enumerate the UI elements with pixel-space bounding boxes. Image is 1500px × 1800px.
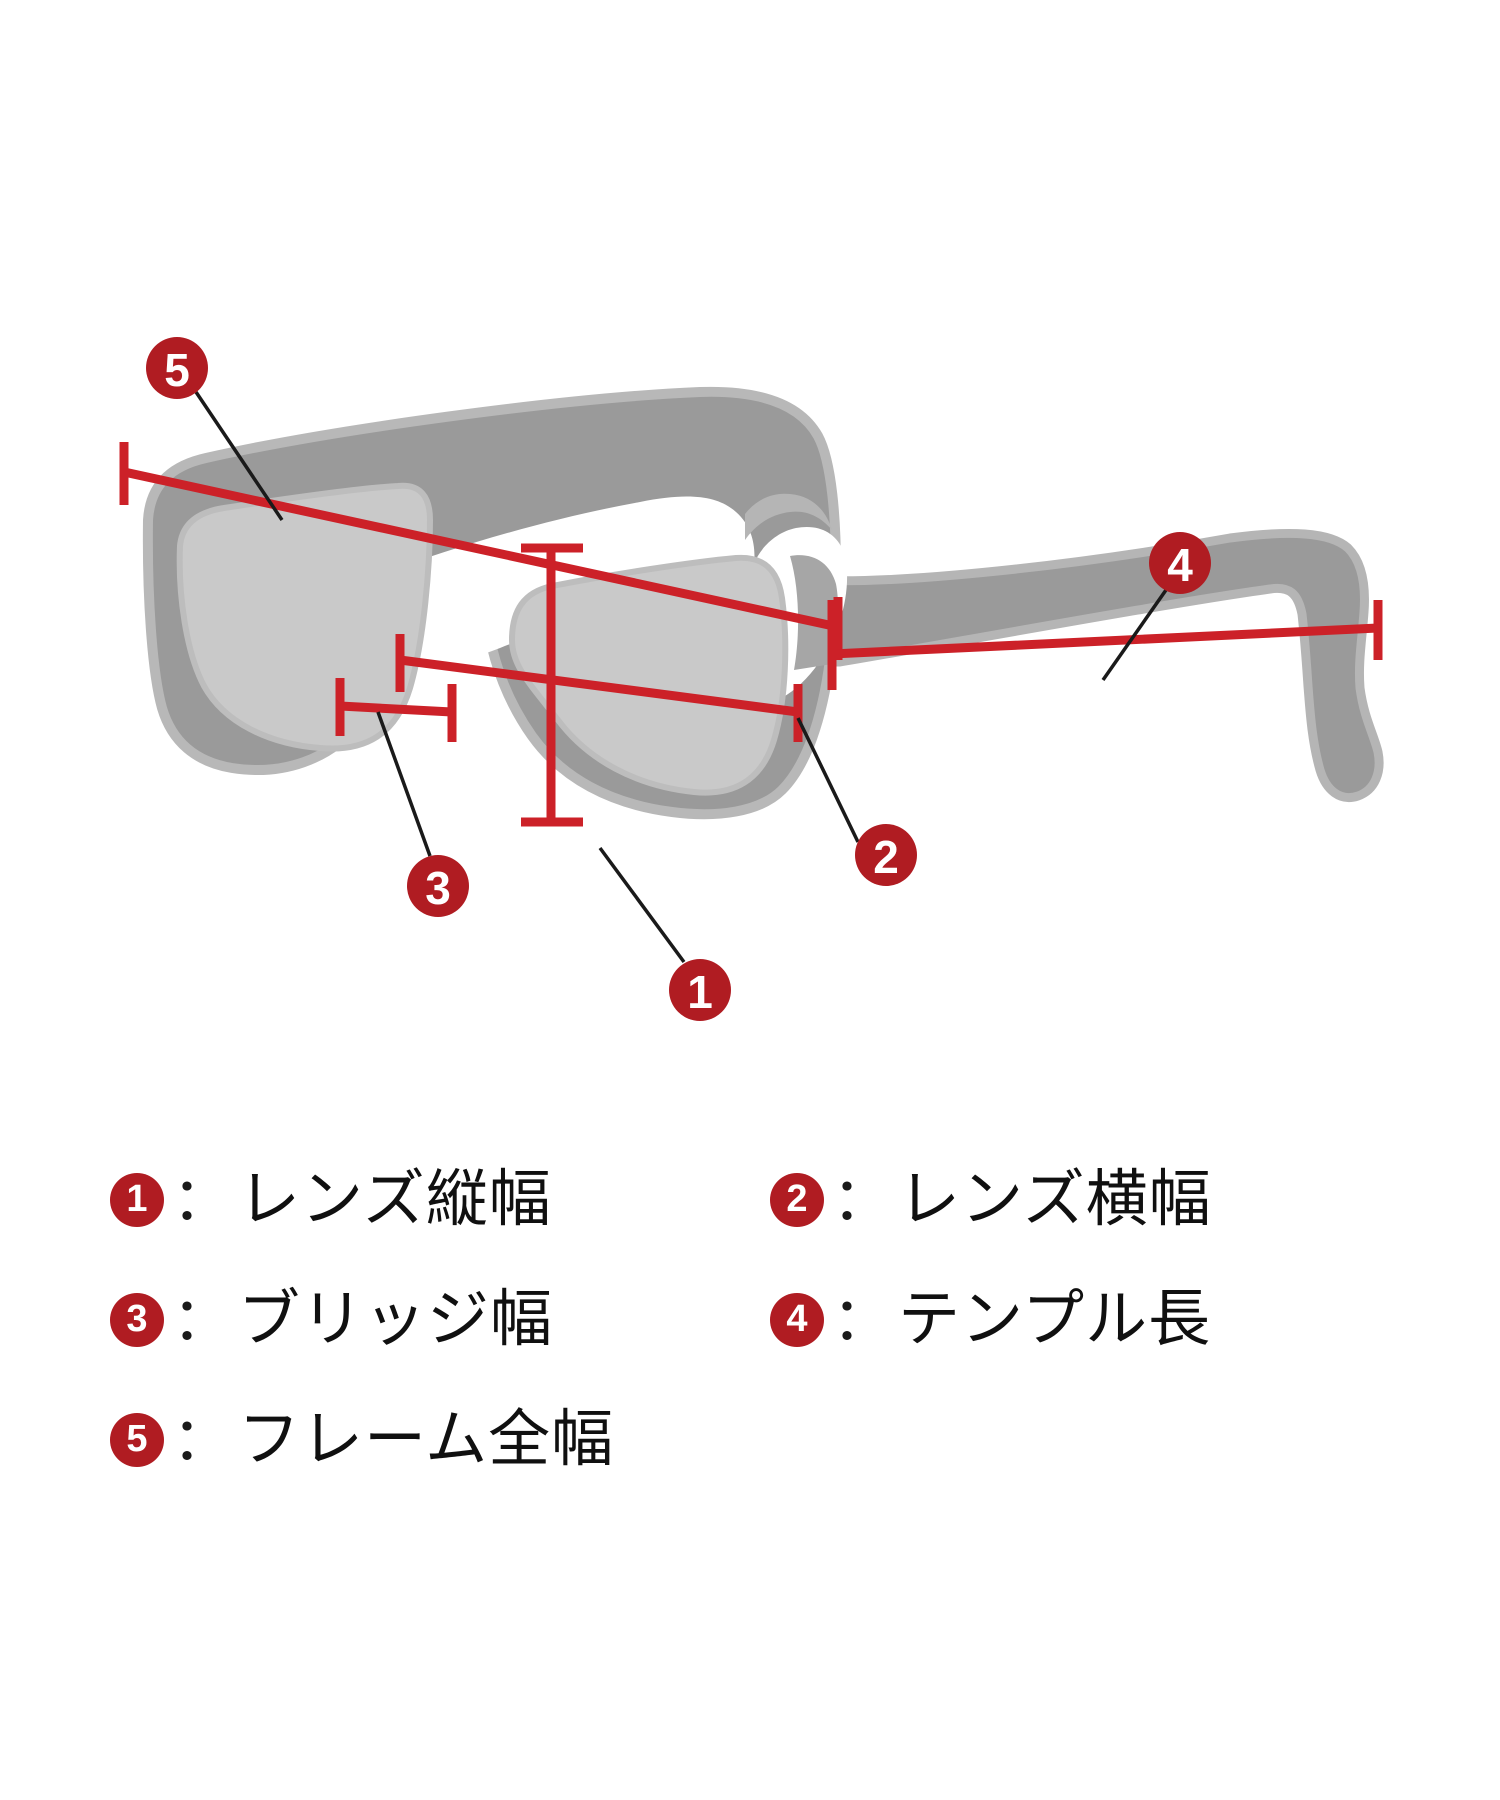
leader-line-5	[194, 391, 284, 521]
measurement-overlay	[119, 442, 1383, 827]
legend-separator-1: ：	[172, 1166, 232, 1233]
marker-badge-5[interactable]: 5	[146, 337, 208, 399]
leader-line-3	[376, 711, 432, 857]
marker-badge-2-label: 2	[873, 831, 899, 883]
legend-label-frame-total-width: フレーム全幅	[238, 1405, 615, 1474]
legend-separator-3: ：	[172, 1286, 232, 1353]
diagram-svg: 5 4 3 2 1	[119, 337, 1384, 1021]
leader-line-4	[1101, 588, 1168, 682]
legend-badge-2: 2	[770, 1173, 824, 1227]
legend-label-bridge-width: ブリッジ幅	[238, 1285, 554, 1354]
marker-badge-4-label: 4	[1167, 539, 1193, 591]
eyeglasses-diagram: 5 4 3 2 1	[119, 337, 1384, 1021]
legend-item-frame-total-width: 5 ： フレーム全幅	[110, 1409, 770, 1471]
legend-item-lens-width: 2 ： レンズ横幅	[770, 1169, 1400, 1231]
legend-item-lens-height: 1 ： レンズ縦幅	[110, 1169, 770, 1231]
marker-badges: 5 4 3 2 1	[146, 337, 1211, 1021]
marker-badge-3-label: 3	[425, 862, 451, 914]
legend-label-temple-length: テンプル長	[898, 1285, 1212, 1354]
hinge-endpiece	[790, 555, 839, 670]
legend-badge-5: 5	[110, 1413, 164, 1467]
legend-badge-3: 3	[110, 1293, 164, 1347]
legend-separator-5: ：	[172, 1406, 232, 1473]
legend-item-temple-length: 4 ： テンプル長	[770, 1289, 1400, 1351]
leader-line-1	[598, 846, 686, 964]
marker-badge-5-label: 5	[164, 344, 190, 396]
marker-badge-1[interactable]: 1	[669, 959, 731, 1021]
legend-badge-1: 1	[110, 1173, 164, 1227]
marker-badge-4[interactable]: 4	[1149, 532, 1211, 594]
legend-badge-4: 4	[770, 1293, 824, 1347]
legend-label-lens-width: レンズ横幅	[898, 1165, 1212, 1234]
temple-arm	[805, 528, 1384, 802]
legend-item-bridge-width: 3 ： ブリッジ幅	[110, 1289, 770, 1351]
marker-badge-1-label: 1	[687, 966, 713, 1018]
measure-temple-length	[827, 600, 1383, 690]
legend-separator-2: ：	[832, 1166, 892, 1233]
marker-badge-2[interactable]: 2	[855, 824, 917, 886]
bridge-ridge	[745, 493, 832, 540]
marker-badge-3[interactable]: 3	[407, 855, 469, 917]
lens-left	[176, 482, 434, 752]
measurement-legend: 1 ： レンズ縦幅 2 ： レンズ横幅 3 ： ブリッジ幅 4 ： テンプル長 …	[110, 1140, 1400, 1500]
glasses-illustration	[142, 386, 1384, 820]
measure-lens-width	[395, 634, 803, 742]
legend-separator-4: ：	[832, 1286, 892, 1353]
measure-lens-height	[521, 543, 583, 827]
legend-label-lens-height: レンズ縦幅	[238, 1165, 552, 1234]
leader-line-2	[796, 717, 860, 843]
leader-lines	[194, 391, 1168, 964]
measure-bridge-width	[335, 678, 457, 742]
